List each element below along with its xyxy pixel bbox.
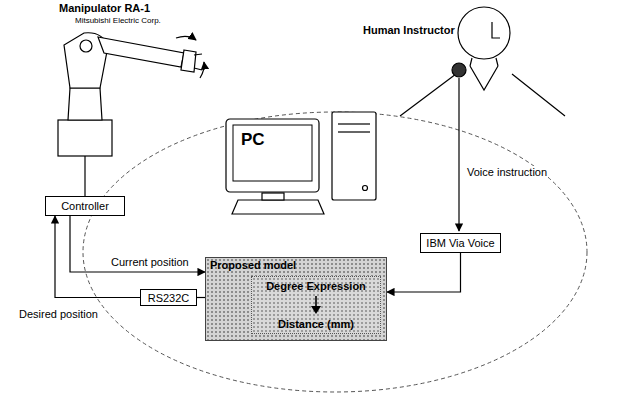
controller-box: Controller [45, 196, 125, 216]
node-text: Proposed model [210, 259, 296, 271]
edge-label: Current position [110, 256, 190, 268]
device-name: Manipulator RA-1 [58, 2, 151, 14]
node-text: RS232C [148, 292, 190, 304]
computer-figure [232, 112, 376, 214]
speech-recognizer-box: IBM Via Voice [420, 233, 501, 253]
connector [197, 297, 205, 298]
monitor-outline [225, 118, 320, 193]
system-boundary [83, 112, 587, 392]
node-text: IBM Via Voice [426, 237, 494, 249]
node-text: Controller [61, 200, 109, 212]
node-text: Degree Expression [266, 280, 366, 292]
actor-name: Human Instructor [362, 24, 456, 36]
node-text: PC [241, 130, 265, 150]
maker-name: Mitsubishi Electric Corp. [74, 16, 162, 25]
signal-name: Voice instruction [466, 166, 548, 178]
model-box: Proposed modelDegree ExpressionDistance … [205, 257, 387, 341]
connector [70, 216, 205, 272]
conversion-arrow [310, 296, 322, 314]
edge-label: Desired position [18, 308, 99, 320]
node-text: Distance (mm) [278, 318, 354, 330]
instructor-figure [400, 7, 565, 231]
connector [387, 253, 461, 292]
serial-interface-box: RS232C [140, 289, 197, 306]
manipulator-figure [58, 33, 204, 196]
conversion-box: Degree ExpressionDistance (mm) [251, 276, 381, 334]
pc-monitor: PC [225, 118, 320, 193]
